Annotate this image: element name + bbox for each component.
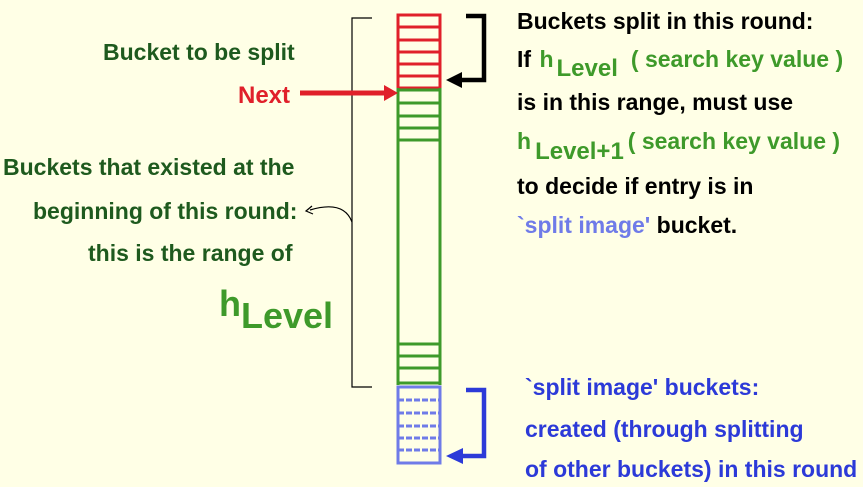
split-range-bracket-arrow xyxy=(446,13,487,88)
existed-line-2: beginning of this round: xyxy=(33,198,298,224)
split-image-buckets-blue xyxy=(396,385,442,465)
other-buckets-line: of other buckets) in this round xyxy=(525,456,858,482)
split-round-title: Buckets split in this round: xyxy=(517,8,814,34)
next-label: Next xyxy=(238,82,291,109)
existed-line-3: this is the range of xyxy=(88,240,293,266)
h-level-sub-inline: Level xyxy=(556,55,618,82)
h-level-h-inline: h xyxy=(539,46,554,72)
split-image-term: `split image' xyxy=(517,212,651,238)
h-level1-h: h xyxy=(517,128,532,154)
split-image-buckets-title: `split image' buckets: xyxy=(525,374,760,400)
in-range-line: is in this range, must use xyxy=(517,89,794,115)
search-key-paren-1: ( search key value ) xyxy=(630,46,844,72)
split-image-bracket-arrow xyxy=(446,387,487,464)
h-level-h: h xyxy=(219,283,241,324)
decide-line: to decide if entry is in xyxy=(517,173,754,199)
h-level-formula: hLevel xyxy=(219,283,333,334)
bucket-word: bucket. xyxy=(650,212,738,238)
split-image-bucket-line: `split image' bucket. xyxy=(517,214,737,237)
if-word: If xyxy=(517,46,538,72)
h-level-subscript: Level xyxy=(241,295,334,336)
bucket-to-split-label: Bucket to be split xyxy=(103,39,295,65)
split-buckets-red xyxy=(396,13,442,90)
existing-buckets-green xyxy=(396,88,442,385)
next-arrow xyxy=(300,85,398,101)
range-bracket xyxy=(351,17,372,388)
existed-line-1: Buckets that existed at the xyxy=(3,154,295,180)
search-key-paren-2: ( search key value ) xyxy=(627,128,841,154)
h-level1-sub: Level+1 xyxy=(535,138,624,165)
created-through-splitting: created (through splitting xyxy=(525,416,804,442)
range-pointer-arrow xyxy=(304,205,353,223)
